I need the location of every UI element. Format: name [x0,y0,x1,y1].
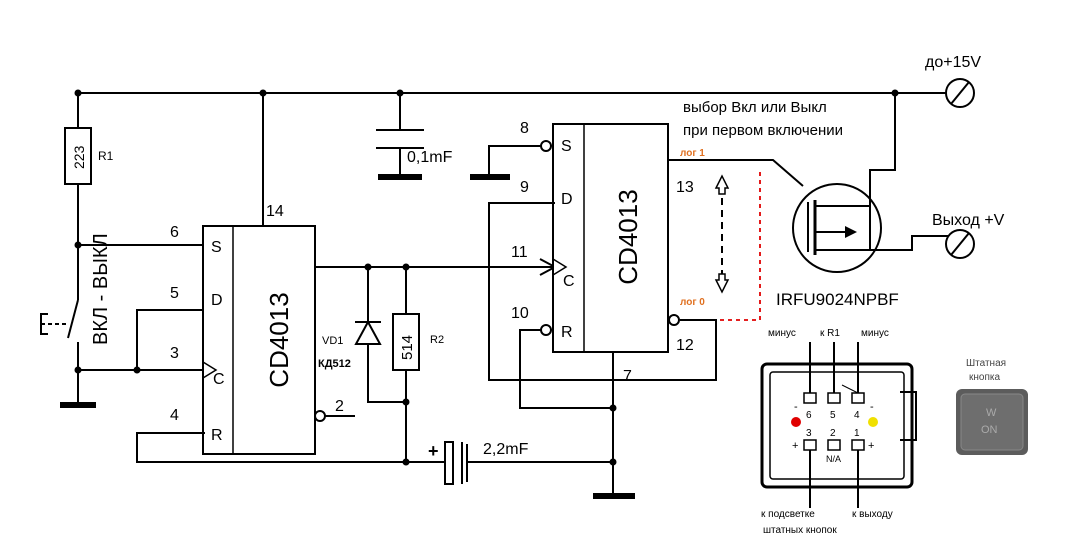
chip1-pin-s: 6 [170,224,179,241]
dashed-link [716,172,761,321]
ic-chip-2 [552,123,669,353]
chip2-pin-r: 10 [511,305,529,322]
chip1-letter-s: S [211,239,222,256]
yellow-dot [868,417,878,427]
logic-low-label: лог 0 [680,297,705,308]
conn-bottom-left-2: штатных кнопок [763,525,837,536]
conn-bottom-right: к выходу [852,509,893,520]
mosfet-part: IRFU9024NPBF [776,290,899,309]
conn-pin-2: 2 [830,428,836,439]
conn-bottom-left-1: к подсветке [761,509,815,520]
stock-button-image [956,389,1028,455]
cap-bottom-label: 2,2mF [483,441,529,458]
chip1-pin-r: 4 [170,407,179,424]
diode-ref: VD1 [322,335,343,347]
logic-high-label: лог 1 [680,148,705,159]
connector-body [760,362,917,489]
chip1-pin-d: 5 [170,285,179,302]
mosfet-symbol [792,93,950,273]
capacitor-bottom [444,441,613,485]
chip1-letter-c: C [213,371,225,388]
ic-chip-1 [202,93,316,455]
red-dot [791,417,801,427]
chip1-letter-r: R [211,427,223,444]
conn-top-label-1: минус [768,328,796,339]
power-switch [40,299,96,408]
wire-r2-reset [519,329,613,409]
chip1-name: CD4013 [264,292,294,387]
wire-gate [668,159,804,187]
stock-button-caption-1: Штатная [966,358,1006,369]
conn-pin-1: 1 [854,428,860,439]
conn-mark-plus-left: + [792,440,798,452]
note-line-2: при первом включении [683,122,843,139]
chip2-pin-vss: 7 [623,368,632,385]
supply-label: до+15V [925,54,981,71]
switch-label: ВКЛ - ВЫКЛ [90,233,112,345]
conn-mark-minus-left: - [794,401,798,413]
toggle-arrow [714,174,730,294]
chip2-letter-r: R [561,324,573,341]
chip2-pin-qbar: 12 [676,337,694,354]
conn-pin-5: 5 [830,410,836,421]
cap-bottom-polarity: + [428,441,439,461]
output-terminal [945,229,975,259]
chip1-pin-vdd: 14 [266,203,284,220]
conn-pin-3: 3 [806,428,812,439]
conn-pin-4: 4 [854,410,860,421]
chip2-pin-c: 11 [511,244,528,261]
conn-top-label-3: минус [861,328,889,339]
wire-r1-reset [136,432,445,463]
chip2-pin-d: 9 [520,179,529,196]
chip2-letter-s: S [561,138,572,155]
conn-mark-plus-right: + [868,440,874,452]
conn-top-label-2: к R1 [820,328,840,339]
conn-na: N/A [826,454,841,464]
resistor-r1-value: 223 [71,145,87,169]
resistor-r1-ref: R1 [98,149,114,163]
diode-vd1 [354,267,406,403]
capacitor-top [376,93,424,180]
chip2-pin-s: 8 [520,120,529,137]
chip2-letter-d: D [561,191,573,208]
diode-part: КД512 [318,358,351,370]
chip2-pin-q: 13 [676,179,694,196]
cap-top-label: 0,1mF [407,149,453,166]
resistor-r1 [64,127,92,185]
chip2-name: CD4013 [613,189,643,284]
chip1-pin-q: 2 [335,398,344,415]
resistor-r2 [392,313,420,371]
resistor-r2-ref: R2 [430,334,444,346]
chip1-letter-d: D [211,292,223,309]
output-label: Выход +V [932,212,1005,229]
stock-button-top: W [986,407,997,419]
note-line-1: выбор Вкл или Выкл [683,99,827,116]
stock-button-bottom: ON [981,424,998,436]
conn-mark-minus-right: - [870,401,874,413]
wire-d1-c1 [78,309,205,371]
chip1-pin-c: 3 [170,345,179,362]
resistor-r2-value: 514 [399,335,416,360]
supply-terminal [945,78,975,108]
chip2-letter-c: C [563,273,575,290]
stock-button-caption-2: кнопка [969,372,1000,383]
wire-feedback [488,202,717,381]
conn-pin-6: 6 [806,410,812,421]
supply-rail [74,89,950,97]
